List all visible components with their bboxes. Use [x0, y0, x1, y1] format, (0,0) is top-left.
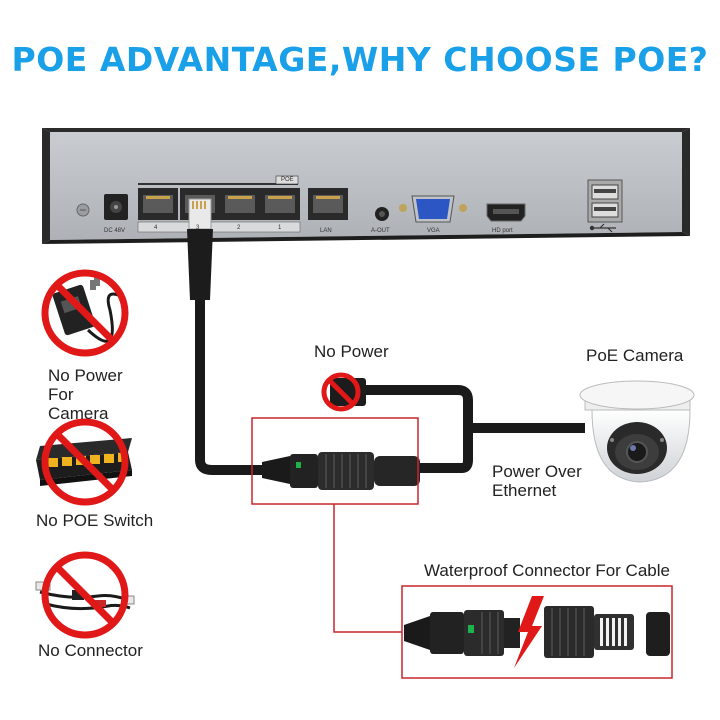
vga-label: VGA	[427, 228, 440, 234]
audio-out-label: A-OUT	[371, 228, 390, 234]
power-over-line2: Ethernet	[492, 481, 557, 500]
hdmi-label: HD port	[492, 228, 513, 234]
no-power-line1: No Power	[48, 366, 123, 385]
poe-switch-prohibited	[36, 418, 132, 506]
lan-label: LAN	[320, 228, 332, 234]
no-poe-switch-caption: No POE Switch	[36, 511, 154, 530]
power-over-ethernet-caption: Power Over Ethernet	[492, 462, 582, 500]
poe-camera-dome	[579, 380, 695, 483]
usb-icon	[589, 223, 616, 233]
ethernet-cable	[187, 198, 585, 475]
poe-label: POE	[281, 177, 294, 183]
nvr-recorder	[42, 128, 690, 244]
port-number-1: 1	[278, 225, 282, 231]
no-power-line2: For Camera	[48, 385, 109, 423]
no-power-for-camera-caption: No Power For Camera	[48, 366, 128, 423]
connector-leader-line	[333, 504, 402, 633]
no-connector-caption: No Connector	[38, 641, 143, 660]
waterproof-connector-frame	[401, 585, 673, 679]
waterproof-connector-detail	[404, 596, 670, 668]
no-power-prohibition	[321, 372, 366, 412]
connector-cable-prohibited	[35, 551, 135, 639]
poe-camera-caption: PoE Camera	[586, 346, 684, 365]
connector-highlight-frame	[251, 417, 419, 505]
waterproof-connector-caption: Waterproof Connector For Cable	[424, 561, 670, 580]
port-number-2: 2	[237, 225, 241, 231]
power-adapter-prohibited	[41, 269, 129, 357]
power-over-line1: Power Over	[492, 462, 582, 481]
waterproof-connector-inline	[262, 452, 420, 490]
port-number-3: 3	[196, 225, 200, 231]
port-number-4: 4	[154, 225, 158, 231]
dc-label: DC 48V	[104, 228, 126, 234]
no-power-caption: No Power	[314, 342, 389, 361]
page-title: POE ADVANTAGE,WHY CHOOSE POE?	[11, 40, 709, 79]
